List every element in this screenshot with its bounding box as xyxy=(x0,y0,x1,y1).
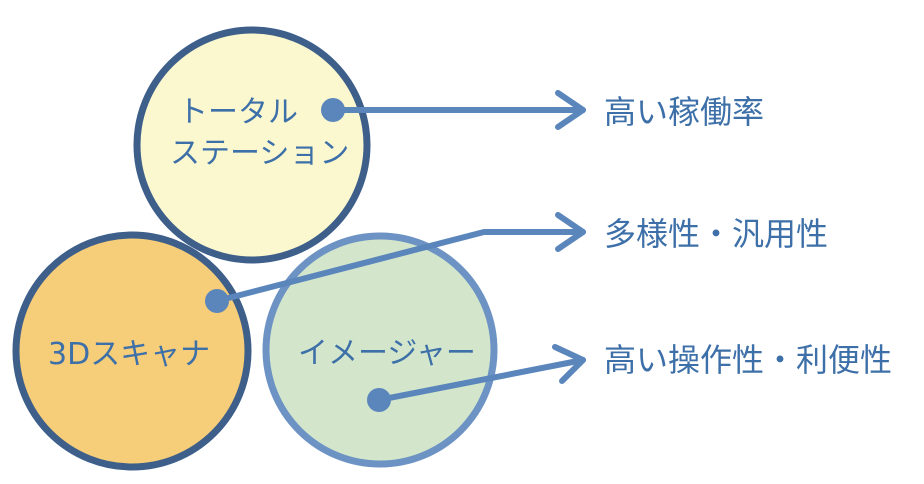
benefit-versatility-label: 多様性・汎用性 xyxy=(604,215,828,253)
circle-total-station xyxy=(133,26,371,264)
circle-total-station-label-line2: ステーション xyxy=(170,136,349,171)
connector-dot-total-station xyxy=(321,98,345,122)
arrow-imager-to-usability xyxy=(376,344,586,403)
circle-total-station-label-line1: トータル xyxy=(178,95,298,130)
circle-imager-label: イメージャー xyxy=(298,336,476,371)
arrow-total-station-to-uptime xyxy=(330,90,586,130)
connector-dot-imager xyxy=(367,388,391,412)
benefit-usability-label: 高い操作性・利便性 xyxy=(604,341,892,379)
arrow-3d-scanner-to-versatility xyxy=(214,212,586,304)
circle-imager xyxy=(262,232,498,468)
benefit-high-uptime-label: 高い稼働率 xyxy=(604,93,764,131)
circle-3d-scanner xyxy=(12,231,252,471)
connector-dot-3d-scanner xyxy=(205,289,229,313)
circle-3d-scanner-label: 3Dスキャナ xyxy=(48,337,210,372)
